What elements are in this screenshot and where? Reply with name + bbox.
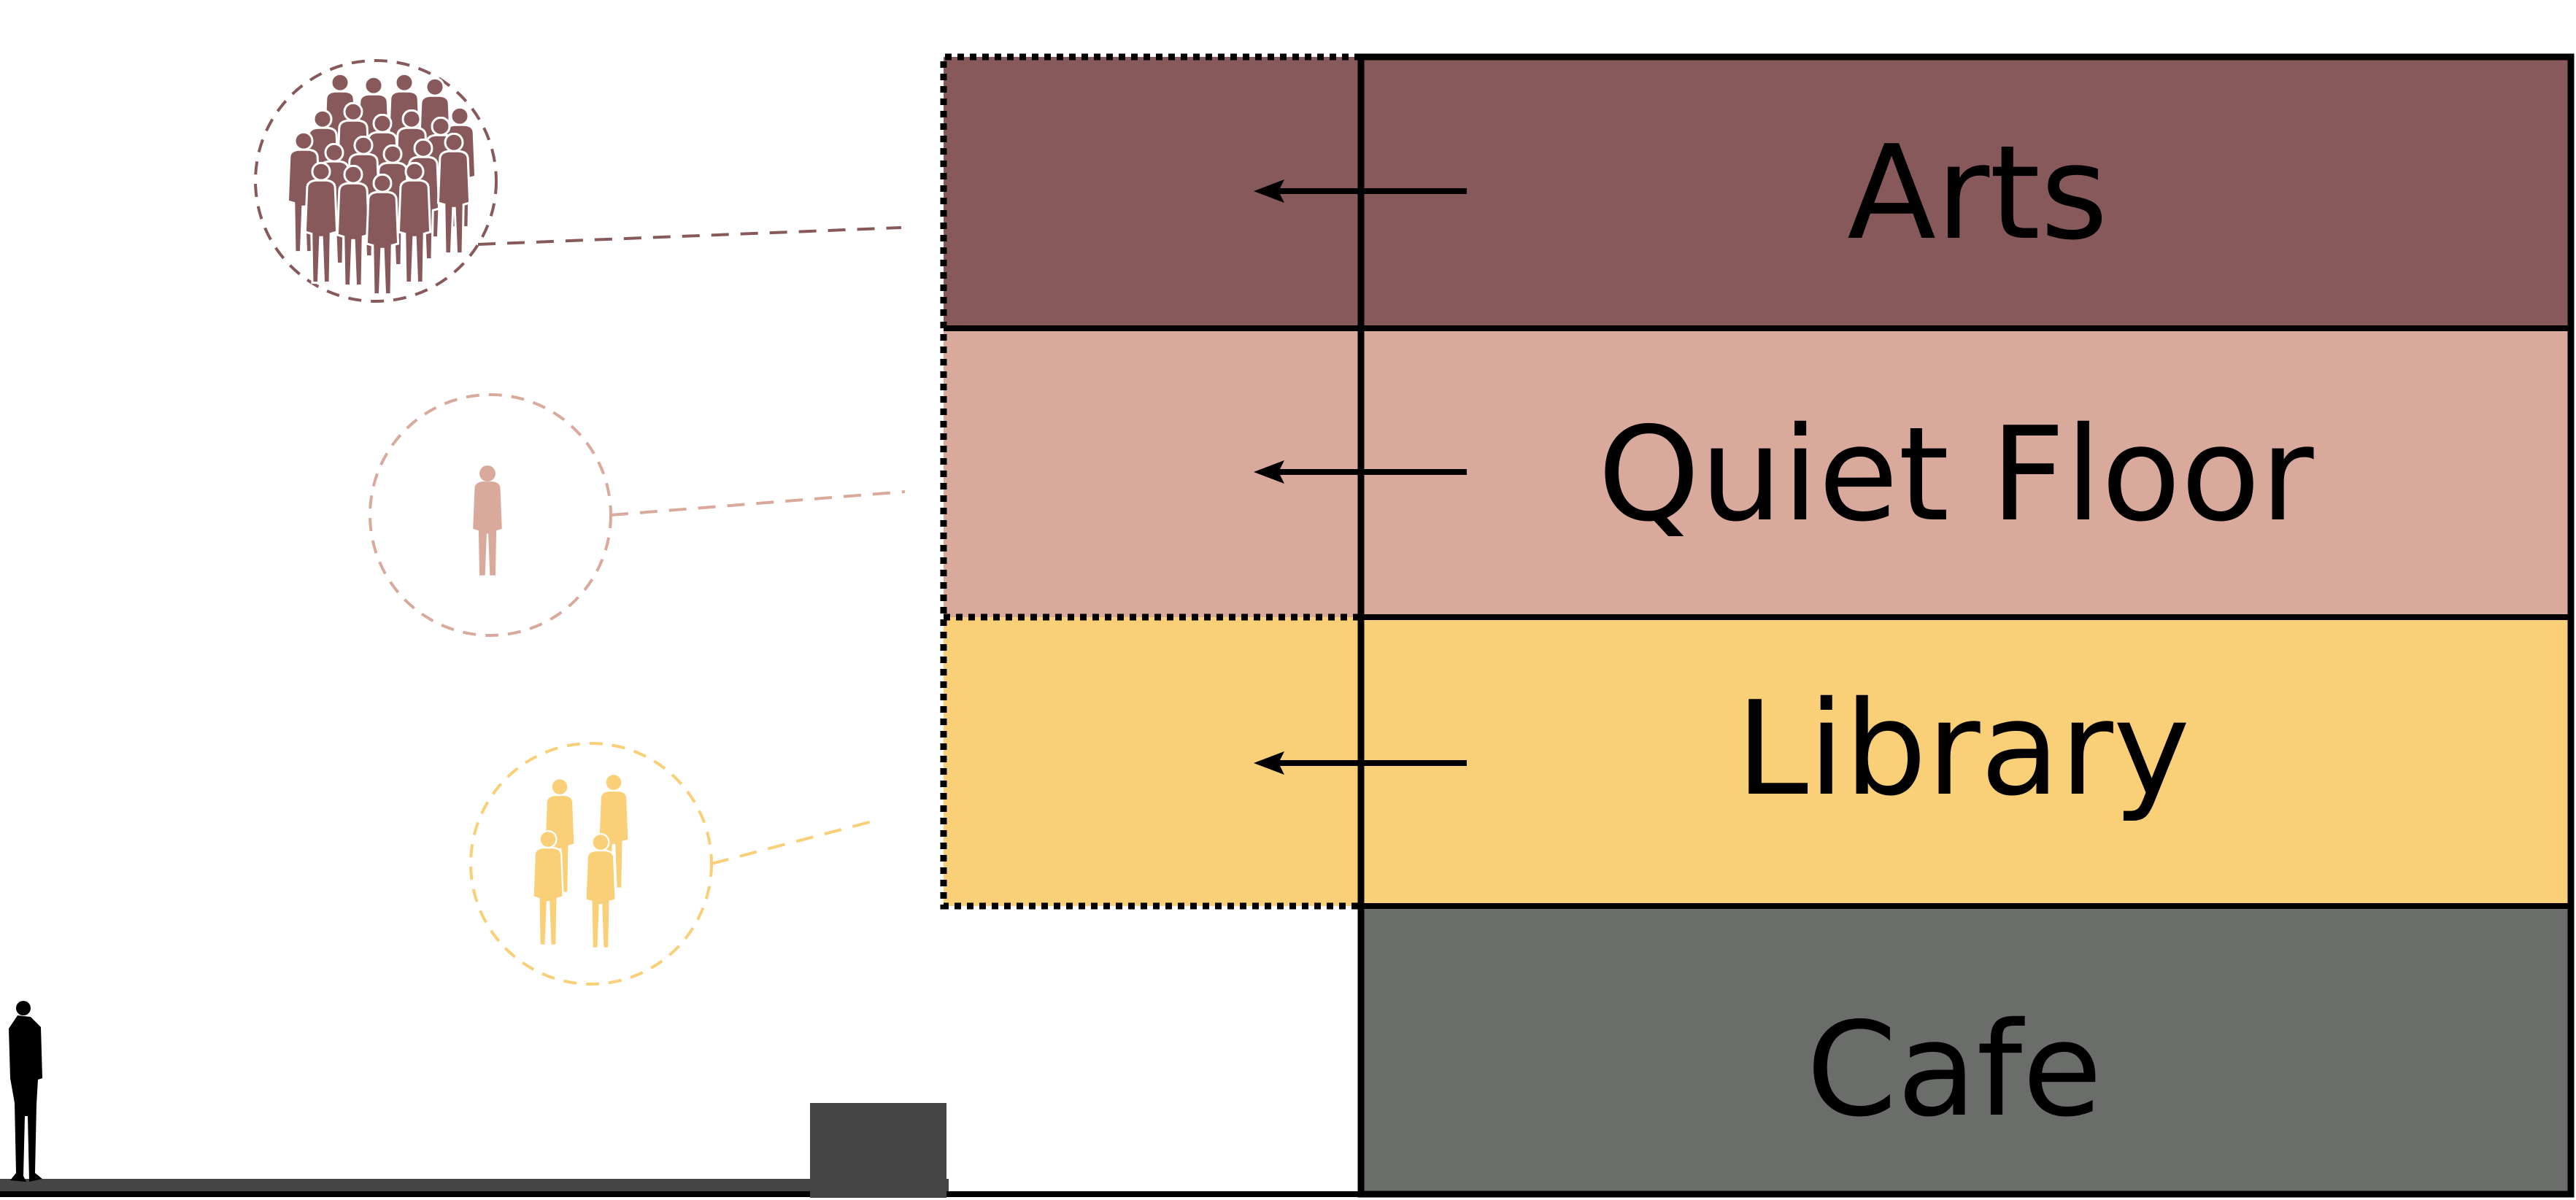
floor-cafe-band <box>1361 906 2571 1194</box>
person-silhouette <box>336 165 371 287</box>
crowd-icon <box>286 73 477 296</box>
floor-cafe <box>1361 906 2571 1194</box>
left-arrow-icon <box>1254 460 1467 484</box>
person-silhouette <box>365 174 400 296</box>
occupancy-bubble-quiet <box>369 393 906 637</box>
occupancy-bubble-library <box>469 742 873 986</box>
floor-arts-band <box>1361 57 2571 328</box>
person-silhouette <box>473 465 502 576</box>
small-group-icon <box>532 773 630 949</box>
standing-person-icon <box>9 1001 42 1182</box>
single-person-icon <box>473 465 502 576</box>
floor-label-arts: Arts <box>1847 117 2108 268</box>
extension-outline <box>940 53 1361 910</box>
occupancy-bubble-arts <box>254 59 902 303</box>
floor-quiet <box>944 328 2571 617</box>
floor-label-library: Library <box>1736 673 2190 824</box>
left-arrow-icon <box>1254 751 1467 775</box>
building-outline <box>1357 53 2575 1198</box>
floor-label-quiet-floor: Quiet Floor <box>1597 399 2314 550</box>
person-silhouette <box>397 162 432 284</box>
floor-stack <box>944 57 2571 1194</box>
floor-library <box>944 617 2571 906</box>
left-arrow-icon <box>1254 179 1467 203</box>
ground-slab <box>0 1179 949 1192</box>
block-icon <box>810 1103 946 1198</box>
floor-arts <box>944 57 2571 328</box>
floor-quiet-band <box>1361 328 2571 617</box>
floor-library-band <box>1361 617 2571 906</box>
floor-label-cafe: Cafe <box>1806 994 2102 1145</box>
